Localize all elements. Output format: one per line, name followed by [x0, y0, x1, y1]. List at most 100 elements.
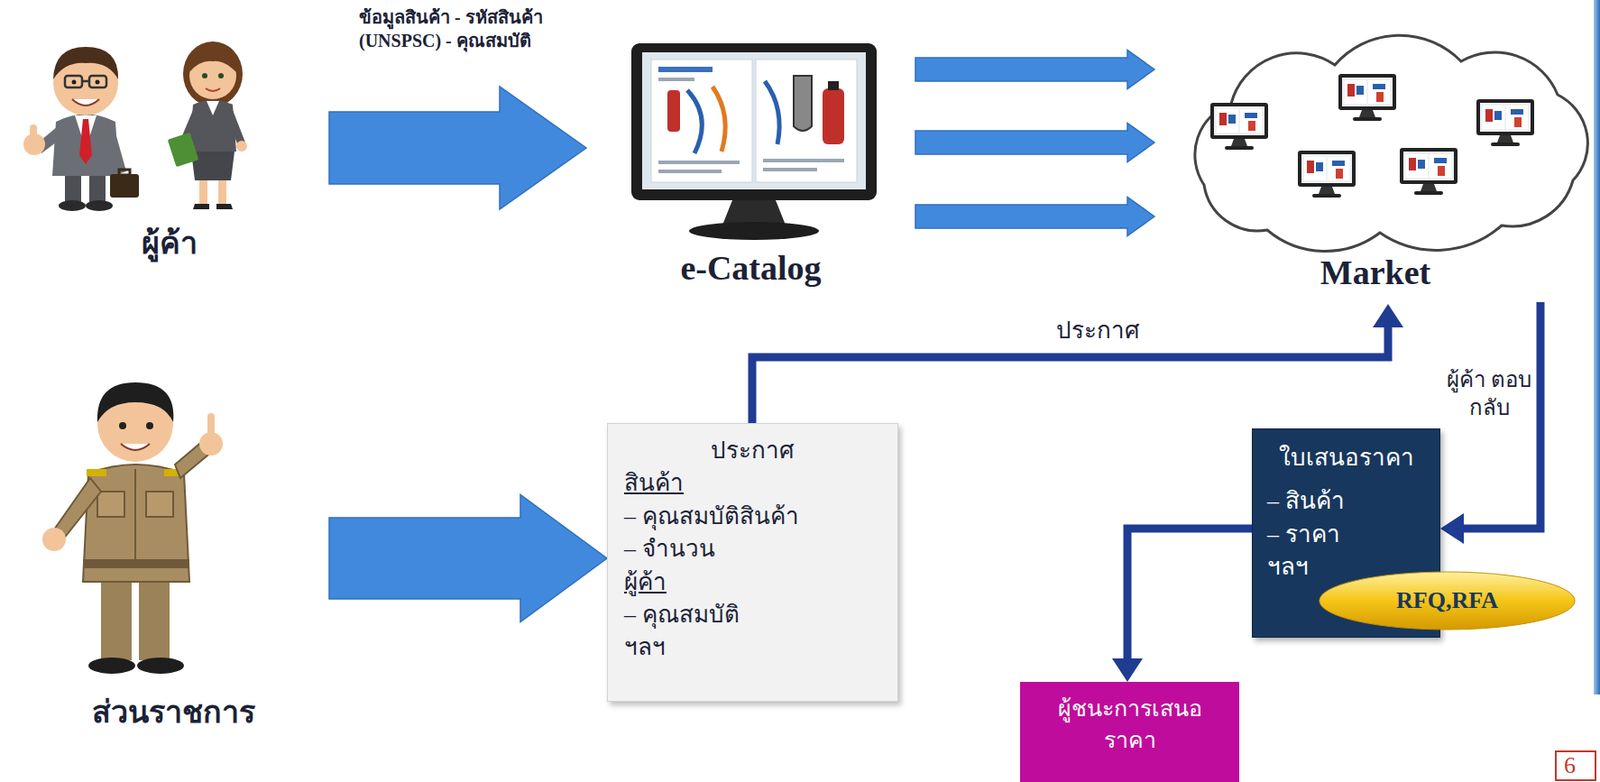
- official-figure-part: [138, 577, 170, 661]
- merchant-woman-part: [199, 180, 208, 204]
- catalog-monitor-art-part: [755, 59, 857, 183]
- node-text: ผู้ค้า: [141, 221, 198, 266]
- merchant-man-part: [53, 46, 119, 80]
- catalog-monitor-art-part: [658, 77, 695, 82]
- merchant-woman-part: [206, 101, 220, 116]
- official-figure-part: [97, 491, 125, 517]
- market-cloud-art-part: [1210, 102, 1269, 150]
- merchant-woman-part: [236, 140, 248, 152]
- block-arrow: [329, 495, 607, 623]
- merchant-woman: [167, 41, 248, 210]
- merchant-woman-part: [205, 88, 221, 92]
- catalog-monitor-art-part: [763, 167, 818, 172]
- merchant-man-part: [29, 124, 37, 139]
- official-figure-part: [82, 464, 190, 582]
- catalog-monitor-art-part: [642, 52, 866, 190]
- catalog-monitor-art-part: [822, 88, 845, 145]
- arrowhead: [1372, 303, 1404, 328]
- page-number: 6: [1554, 750, 1597, 782]
- catalog-monitor-art-part: [651, 59, 753, 183]
- market-cloud-art-part: [1338, 73, 1397, 121]
- merchant-man-part: [110, 174, 139, 198]
- market-cloud-art-part: [1399, 147, 1458, 195]
- edge-label: ผู้ค้า ตอบกลับ: [1446, 366, 1532, 423]
- node-text: Market: [1320, 248, 1431, 297]
- official-figure-part: [97, 382, 174, 423]
- merchant-man-part: [72, 99, 100, 106]
- block-arrow: [915, 197, 1155, 237]
- catalog-monitor-art-part: [658, 160, 740, 165]
- official-figure: [42, 382, 223, 674]
- catalog-monitor-art-part: [712, 86, 726, 152]
- merchant-man: [23, 46, 139, 212]
- government-figure: ส่วนราชการ: [18, 360, 330, 740]
- block-arrow: [915, 50, 1155, 90]
- merchant-woman-part: [218, 180, 227, 204]
- market-cloud: Market: [1154, 36, 1597, 303]
- flow-connector: [915, 123, 1155, 163]
- node-text: ผู้ชนะการเสนอราคา: [1046, 692, 1214, 756]
- catalog-monitor-art-part: [658, 66, 713, 73]
- merchant-man-part: [52, 114, 120, 177]
- node-text: – คุณสมบัติ: [624, 598, 740, 632]
- node-text: RFQ,RFA: [1396, 584, 1499, 617]
- announcement-box: ประกาศสินค้า– คุณสมบัติสินค้า– จำนวนผู้ค…: [606, 422, 899, 702]
- merchant-woman-part: [227, 110, 246, 147]
- official-figure-part: [88, 657, 136, 674]
- merchant-woman-part: [216, 203, 233, 210]
- node-text: – ราคา: [1267, 518, 1341, 552]
- official-figure-part: [120, 443, 150, 451]
- connector-line: [1127, 528, 1252, 661]
- official-figure-part: [146, 422, 154, 430]
- merchant-man-part: [106, 126, 127, 175]
- node-text: สินค้า: [624, 467, 684, 500]
- flow-connector: [915, 197, 1155, 237]
- flow-connector: [915, 50, 1155, 90]
- official-figure-part: [119, 422, 127, 430]
- merchant-man-part: [85, 200, 113, 212]
- catalog-monitor-art: [631, 43, 877, 240]
- merchant-man-part: [89, 75, 107, 88]
- edge-label: ข้อมูลสินค้า - รหัสสินค้า (UNSPSC) - คุณ…: [358, 5, 585, 53]
- flow-connector: [752, 303, 1404, 423]
- catalog-monitor-art-part: [687, 90, 702, 154]
- catalog-monitor-art-part: [793, 75, 812, 131]
- arrowhead: [1112, 658, 1143, 682]
- merchant-man-part: [58, 200, 86, 212]
- official-figure-part: [42, 527, 66, 552]
- official-figure-part: [86, 468, 107, 477]
- merchant-man-part: [82, 80, 90, 83]
- catalog-monitor-art-part: [631, 43, 877, 201]
- catalog-monitor-art-part: [667, 90, 681, 132]
- market-cloud-art: [1195, 35, 1589, 251]
- flow-connector: [329, 495, 607, 623]
- node-text: – คุณสมบัติสินค้า: [624, 500, 800, 534]
- catalog-monitor-art-part: [764, 81, 780, 145]
- flow-connector: [1440, 302, 1541, 544]
- block-arrow: [915, 123, 1155, 163]
- catalog-monitor-art-part: [827, 81, 839, 91]
- official-figure-part: [101, 577, 132, 661]
- edge-strip: [1593, 0, 1600, 695]
- edge-label: ประกาศ: [1019, 315, 1178, 347]
- market-cloud-art-part: [1297, 150, 1356, 198]
- quotation-box: ใบเสนอราคา– สินค้า– ราคาฯลฯRFQ,RFA: [1251, 428, 1441, 638]
- node-text: ผู้ค้า: [624, 566, 667, 599]
- catalog-monitor-art-part: [689, 221, 819, 240]
- merchant-woman-part: [191, 151, 235, 181]
- market-cloud-art-part: [1195, 35, 1589, 251]
- catalog-monitor-art-part: [763, 158, 845, 163]
- merchant-man-part: [72, 80, 77, 85]
- node-text: – จำนวน: [624, 533, 716, 566]
- flow-connector: [329, 86, 587, 210]
- merchant-man-part: [79, 119, 92, 165]
- merchant-woman-part: [202, 73, 208, 79]
- merchant-man-part: [119, 169, 130, 175]
- node-text: ฯลฯ: [1267, 551, 1309, 584]
- badge-oval-shape: [1319, 571, 1575, 630]
- block-arrow: [329, 86, 587, 210]
- node-text: – สินค้า: [1267, 485, 1345, 518]
- merchant-man-part: [64, 75, 83, 88]
- node-text: ฯลฯ: [624, 631, 666, 664]
